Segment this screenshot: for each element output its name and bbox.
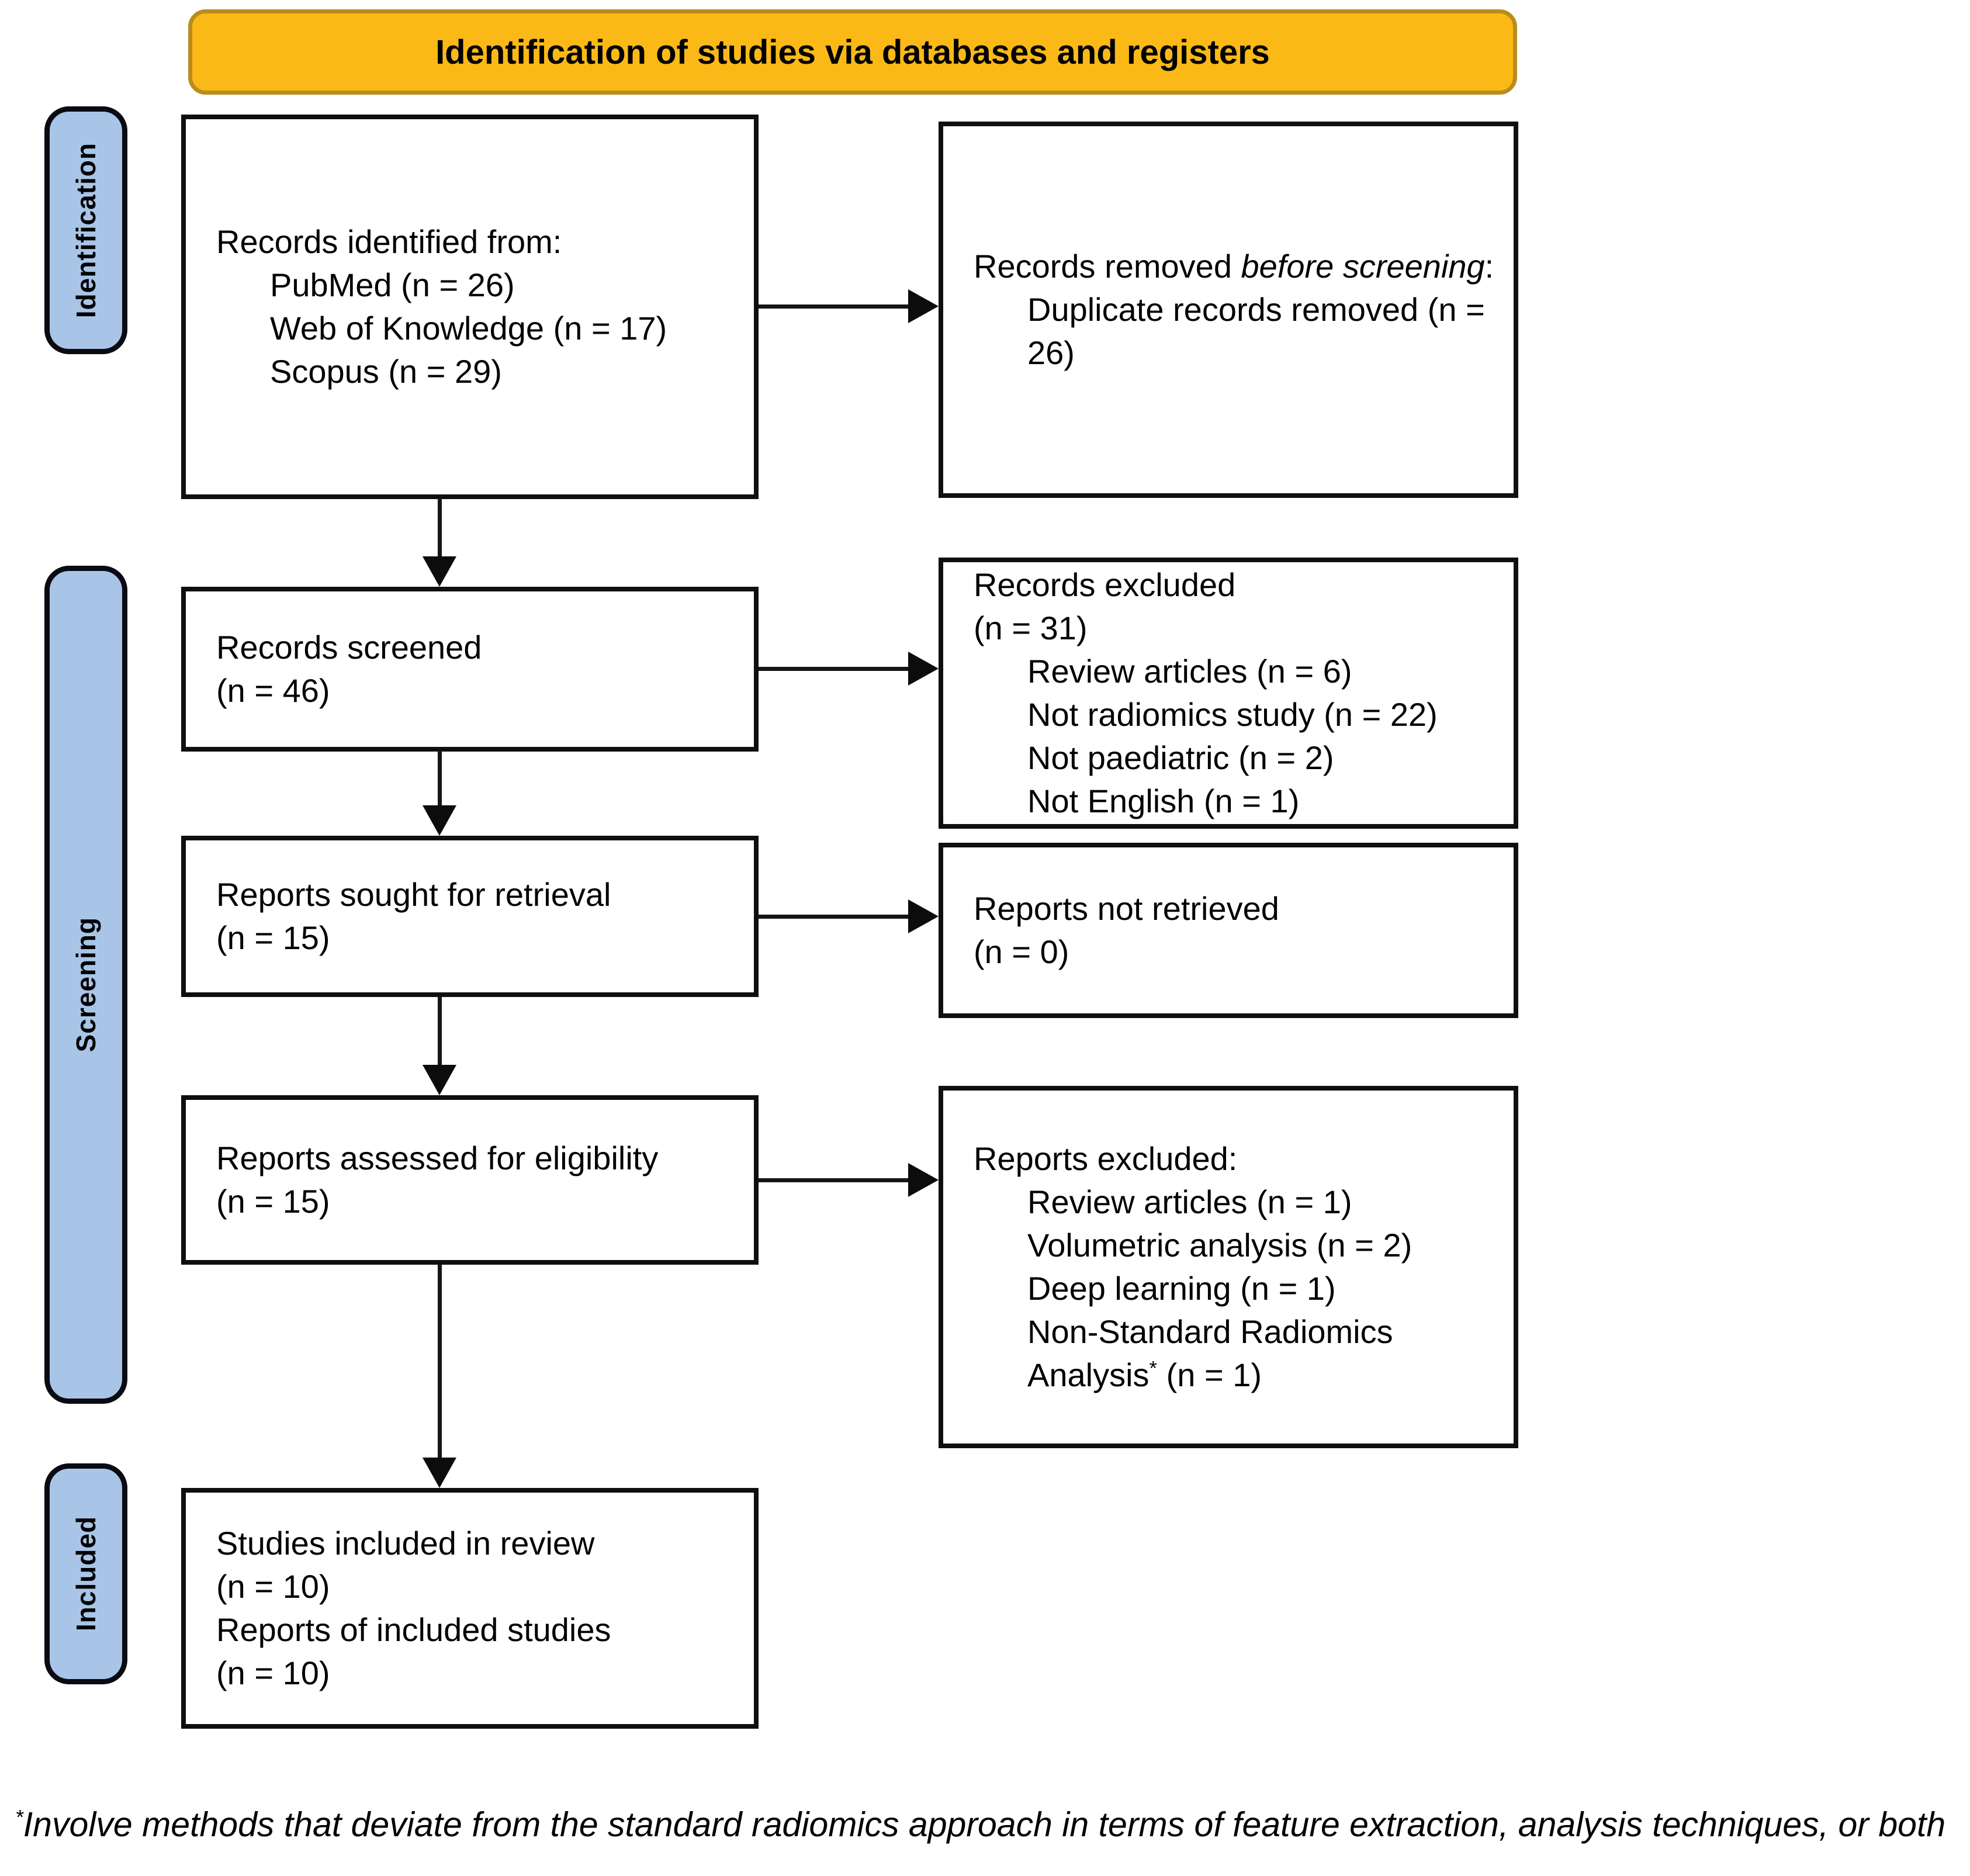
records-identified-title: Records identified from: [216, 223, 562, 260]
footnote-marker-asterisk: * [1149, 1357, 1158, 1380]
box-studies-included: Studies included in review (n = 10) Repo… [181, 1488, 759, 1729]
records-identified-item: Web of Knowledge (n = 17) [270, 310, 667, 347]
arrow-sought-to-not-retrieved [759, 899, 939, 934]
reports-sought-line1: Reports sought for retrieval [216, 876, 611, 913]
studies-included-line4: (n = 10) [216, 1655, 330, 1691]
records-screened-line2: (n = 46) [216, 672, 330, 709]
footnote-text: Involve methods that deviate from the st… [23, 1805, 1946, 1844]
records-excluded-item: Not paediatric (n = 2) [1027, 739, 1334, 776]
stage-label-screening-text: Screening [71, 917, 101, 1053]
arrow-screened-to-excluded [759, 651, 939, 686]
box-records-excluded: Records excluded (n = 31) Review article… [939, 558, 1518, 829]
records-removed-title-suffix: : [1484, 248, 1494, 285]
stage-label-included: Included [44, 1463, 127, 1684]
box-reports-assessed: Reports assessed for eligibility (n = 15… [181, 1095, 759, 1265]
studies-included-line1: Studies included in review [216, 1525, 595, 1562]
studies-included-line3: Reports of included studies [216, 1611, 611, 1648]
box-reports-assessed-content: Reports assessed for eligibility (n = 15… [186, 1100, 754, 1260]
box-reports-not-retrieved-content: Reports not retrieved (n = 0) [943, 847, 1514, 1013]
arrow-sought-to-assessed [423, 997, 456, 1095]
box-reports-sought: Reports sought for retrieval (n = 15) [181, 836, 759, 997]
records-excluded-line2: (n = 31) [974, 610, 1088, 646]
box-records-removed-content: Records removed before screening: Duplic… [943, 126, 1514, 493]
box-reports-excluded-content: Reports excluded: Review articles (n = 1… [943, 1091, 1514, 1444]
records-excluded-item: Not radiomics study (n = 22) [1027, 696, 1438, 733]
records-removed-title: Records removed before screening: [974, 245, 1501, 288]
reports-excluded-item-line2: Analysis* (n = 1) [974, 1354, 1501, 1397]
reports-excluded-item: Deep learning (n = 1) [1027, 1270, 1336, 1307]
box-records-removed: Records removed before screening: Duplic… [939, 122, 1518, 498]
reports-assessed-line2: (n = 15) [216, 1183, 330, 1220]
reports-not-retrieved-line2: (n = 0) [974, 933, 1069, 970]
arrow-identified-to-removed [759, 289, 939, 324]
arrow-assessed-to-included [423, 1265, 456, 1488]
records-screened-line1: Records screened [216, 629, 482, 666]
reports-excluded-item-line2-pre: Analysis [1027, 1356, 1150, 1393]
records-removed-title-prefix: Records removed [974, 248, 1241, 285]
diagram-title-banner: Identification of studies via databases … [188, 9, 1517, 95]
reports-not-retrieved-line1: Reports not retrieved [974, 890, 1279, 927]
box-records-identified-content: Records identified from: PubMed (n = 26)… [186, 119, 754, 494]
stage-label-identification-text: Identification [71, 142, 101, 319]
records-identified-item: PubMed (n = 26) [270, 266, 515, 303]
reports-excluded-item: Review articles (n = 1) [1027, 1183, 1352, 1220]
stage-label-included-text: Included [71, 1516, 101, 1632]
studies-included-line2: (n = 10) [216, 1568, 330, 1605]
reports-assessed-line1: Reports assessed for eligibility [216, 1140, 659, 1176]
records-removed-title-italic: before screening [1241, 248, 1485, 285]
box-records-identified: Records identified from: PubMed (n = 26)… [181, 115, 759, 499]
reports-excluded-item-line2-post: (n = 1) [1157, 1356, 1262, 1393]
arrow-assessed-to-reports-excluded [759, 1162, 939, 1197]
box-records-excluded-content: Records excluded (n = 31) Review article… [943, 562, 1514, 824]
diagram-title: Identification of studies via databases … [435, 33, 1270, 71]
footnote: *Involve methods that deviate from the s… [15, 1804, 1964, 1846]
reports-excluded-title: Reports excluded: [974, 1140, 1238, 1177]
footnote-asterisk: * [15, 1805, 23, 1829]
records-removed-item: Duplicate records removed (n = 26) [1027, 291, 1485, 371]
box-records-screened: Records screened (n = 46) [181, 587, 759, 752]
stage-label-screening: Screening [44, 566, 127, 1404]
box-studies-included-content: Studies included in review (n = 10) Repo… [186, 1493, 754, 1724]
records-excluded-item: Review articles (n = 6) [1027, 653, 1352, 690]
box-reports-sought-content: Reports sought for retrieval (n = 15) [186, 840, 754, 992]
box-records-screened-content: Records screened (n = 46) [186, 591, 754, 747]
box-reports-excluded: Reports excluded: Review articles (n = 1… [939, 1086, 1518, 1448]
arrow-screened-to-sought [423, 750, 456, 836]
reports-sought-line2: (n = 15) [216, 919, 330, 956]
stage-label-identification: Identification [44, 106, 127, 354]
reports-excluded-item-line1: Non-Standard Radiomics [1027, 1313, 1393, 1350]
records-excluded-item: Not English (n = 1) [1027, 783, 1300, 819]
box-reports-not-retrieved: Reports not retrieved (n = 0) [939, 843, 1518, 1018]
arrow-identified-to-screened [423, 498, 456, 587]
records-excluded-line1: Records excluded [974, 566, 1236, 603]
reports-excluded-item: Volumetric analysis (n = 2) [1027, 1227, 1412, 1264]
records-identified-item: Scopus (n = 29) [270, 353, 502, 390]
